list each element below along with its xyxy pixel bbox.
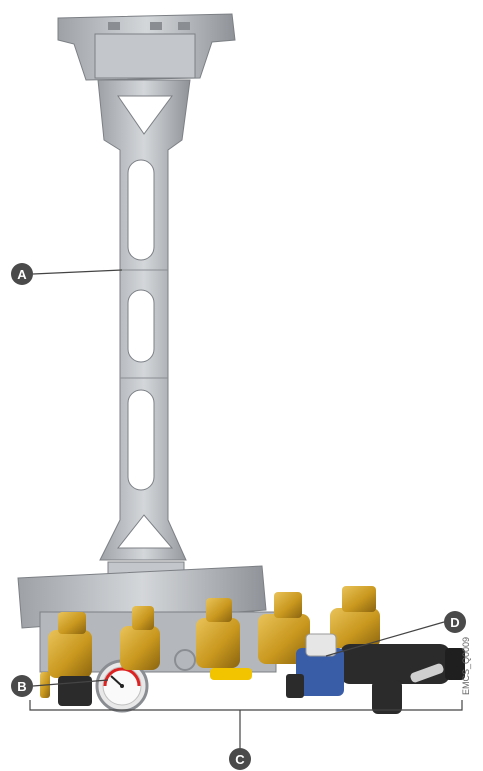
reference-code: EMCS_Q0009 (461, 636, 471, 695)
valve-with-gauge (40, 612, 149, 713)
gas-valve-assembly (286, 633, 465, 714)
callout-a: A (11, 263, 33, 285)
callout-b: B (11, 675, 33, 697)
leader-line-b (32, 679, 109, 687)
valve-three (196, 598, 252, 680)
leader-line-a (32, 269, 123, 275)
dimension-bracket-c (29, 700, 463, 748)
valve-five (330, 586, 380, 648)
callout-d: D (444, 611, 466, 633)
vertical-rail (97, 79, 191, 589)
callout-c: C (229, 748, 251, 770)
leader-line-d (325, 621, 445, 657)
top-bracket (57, 13, 236, 81)
valve-two (120, 606, 196, 671)
